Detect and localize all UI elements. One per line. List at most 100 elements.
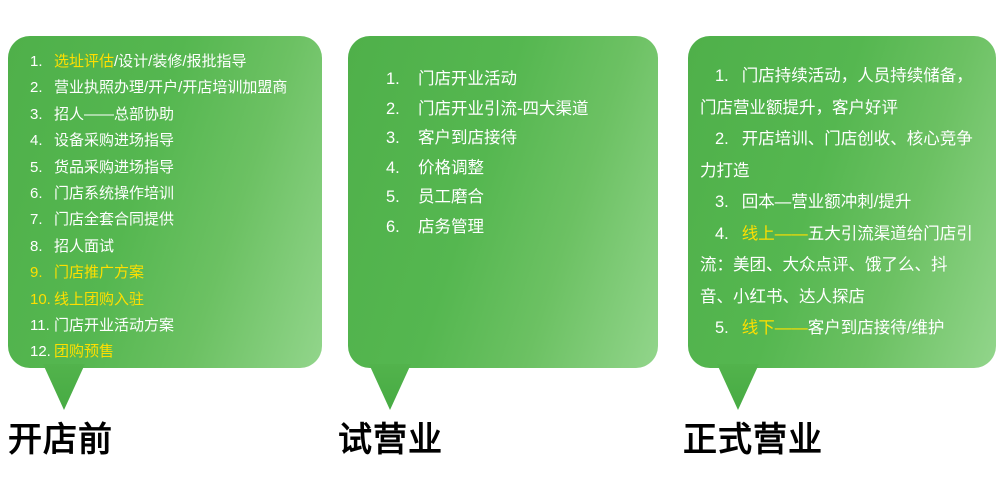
list-item: 9. 门店推广方案 [30,260,314,286]
list-item: 2. 营业执照办理/开户/开店培训加盟商 [30,75,314,101]
item-number: 4. [30,132,43,150]
item-number: 2. [715,130,729,148]
highlighted-text: 团购预售 [54,343,115,361]
list-item: 3. 回本—营业额冲刺/提升 [700,187,978,219]
list-item: 8. 招人面试 [30,234,314,260]
regular-text: 设备采购进场指导 [54,132,175,150]
regular-text: 员工磨合 [418,188,484,206]
item-text: 门店全套合同提供 [54,207,174,233]
speech-bubble-official-operation: 1.门店持续活动，人员持续储备，门店营业额提升，客户好评 2.开店培训、门店创收、… [688,36,996,368]
item-text: 回本—营业额冲刺/提升 [742,193,912,211]
regular-text: 客户到店接待 [418,129,517,147]
list-item: 4.线上——五大引流渠道给门店引流：美团、大众点评、饿了么、抖音、小红书、达人探… [700,219,978,314]
highlighted-text: 线上—— [741,224,808,243]
regular-text: 客户到店接待/维护 [807,319,945,337]
item-number: 8. [30,237,43,255]
item-number: 7. [30,211,43,229]
list-item: 5. 货品采购进场指导 [30,155,314,181]
regular-text: 营业执照办理/开户/开店培训加盟商 [54,79,288,97]
highlighted-text: 选址评估 [54,53,115,70]
list-item: 1. 门店开业活动 [386,65,650,95]
list-item: 7. 门店全套合同提供 [30,207,314,233]
list-item: 5. 线下——客户到店接待/维护 [700,313,978,345]
item-text: 门店推广方案 [54,260,144,286]
list-item: 4. 价格调整 [386,154,650,184]
item-number: 12. [30,343,51,361]
regular-text: 门店全套合同提供 [54,211,175,229]
item-number: 4. [715,224,729,243]
speech-bubble-pre-opening: 1. 选址评估/设计/装修/报批指导 2. 营业执照办理/开户/开店培训加盟商 3. 招人… [8,36,322,368]
item-number: 11. [30,317,50,335]
regular-text: 招人——总部协助 [54,105,175,123]
highlighted-text: 线上团购入驻 [54,290,145,308]
regular-text: 门店开业引流-四大渠道 [418,99,589,118]
item-text: 线上团购入驻 [54,287,144,313]
regular-text: 门店持续活动，人员持续储备，门店营业额提升，客户好评 [700,67,973,117]
item-number: 3. [715,193,729,211]
item-text: 价格调整 [418,154,484,184]
list-item: 10.线上团购入驻 [30,287,314,313]
item-text: 招人面试 [54,234,114,260]
regular-text: /设计/装修/报批指导 [114,53,247,70]
list-item: 1.门店持续活动，人员持续储备，门店营业额提升，客户好评 [700,61,978,124]
item-text: 团购预售 [54,339,114,365]
list-item: 1. 选址评估/设计/装修/报批指导 [30,49,314,75]
item-text: 门店系统操作培训 [54,181,174,207]
item-text: 选址评估/设计/装修/报批指导 [54,49,247,75]
item-text: 门店开业活动 [418,65,517,95]
regular-text: 货品采购进场指导 [54,158,175,176]
item-number: 9. [30,264,43,282]
regular-text: 五大引流渠道给门店引流：美团、大众点评、饿了么、抖音、小红书、达人探店 [700,224,973,306]
stage-label-official-operation: 正式营业 [683,421,823,459]
item-number: 1. [386,70,400,88]
pre-opening-task-list: 1. 选址评估/设计/装修/报批指导 2. 营业执照办理/开户/开店培训加盟商 3. 招人… [8,36,322,368]
item-text: 线下——客户到店接待/维护 [742,319,945,337]
regular-text: 门店系统操作培训 [54,185,175,203]
item-number: 10. [30,290,51,308]
list-item: 12.团购预售 [30,339,314,365]
item-text: 营业执照办理/开户/开店培训加盟商 [54,75,287,101]
list-item: 3. 招人——总部协助 [30,102,314,128]
item-number: 2. [30,79,43,97]
item-number: 2. [386,99,400,118]
list-item: 11.门店开业活动方案 [30,313,314,339]
list-item: 5.员工磨合 [386,183,650,213]
item-number: 5. [30,158,43,176]
official-operation-task-list: 1.门店持续活动，人员持续储备，门店营业额提升，客户好评 2.开店培训、门店创收、… [688,36,996,368]
item-number: 1. [715,67,729,85]
regular-text: 招人面试 [54,237,115,255]
item-number: 1. [30,53,43,70]
list-item: 6. 店务管理 [386,213,650,243]
item-text: 门店开业活动方案 [54,313,174,339]
item-text: 店务管理 [418,213,484,243]
regular-text: 门店开业活动 [418,70,517,88]
item-text: 线上——五大引流渠道给门店引流：美团、大众点评、饿了么、抖音、小红书、达人探店 [700,225,973,306]
item-number: 6. [30,185,43,203]
item-text: 开店培训、门店创收、核心竞争力打造 [700,130,973,180]
regular-text: 门店开业活动方案 [54,317,175,335]
stage-label-pre-opening: 开店前 [8,421,113,459]
list-item: 4. 设备采购进场指导 [30,128,314,154]
list-item: 6. 门店系统操作培训 [30,181,314,207]
regular-text: 店务管理 [418,217,484,236]
item-text: 货品采购进场指导 [54,155,174,181]
item-text: 客户到店接待 [418,124,517,154]
list-item: 2. 门店开业引流-四大渠道 [386,95,650,125]
item-text: 招人——总部协助 [54,102,174,128]
list-item: 3. 客户到店接待 [386,124,650,154]
item-text: 门店开业引流-四大渠道 [418,95,589,125]
item-text: 门店持续活动，人员持续储备，门店营业额提升，客户好评 [700,67,973,117]
bubble-tail-official-operation [717,364,759,410]
regular-text: 价格调整 [418,158,484,177]
regular-text: 开店培训、门店创收、核心竞争力打造 [700,130,973,180]
bubble-tail-trial-operation [369,364,411,410]
item-number: 3. [386,129,400,147]
regular-text: 回本—营业额冲刺/提升 [741,193,912,211]
item-number: 6. [386,217,400,236]
highlighted-text: 门店推广方案 [54,264,145,282]
item-number: 5. [715,319,729,337]
speech-bubble-trial-operation: 1. 门店开业活动 2. 门店开业引流-四大渠道 3. 客户到店接待 4. 价格调整 5.员工磨… [348,36,658,368]
item-number: 3. [30,105,43,123]
item-number: 4. [386,158,400,177]
